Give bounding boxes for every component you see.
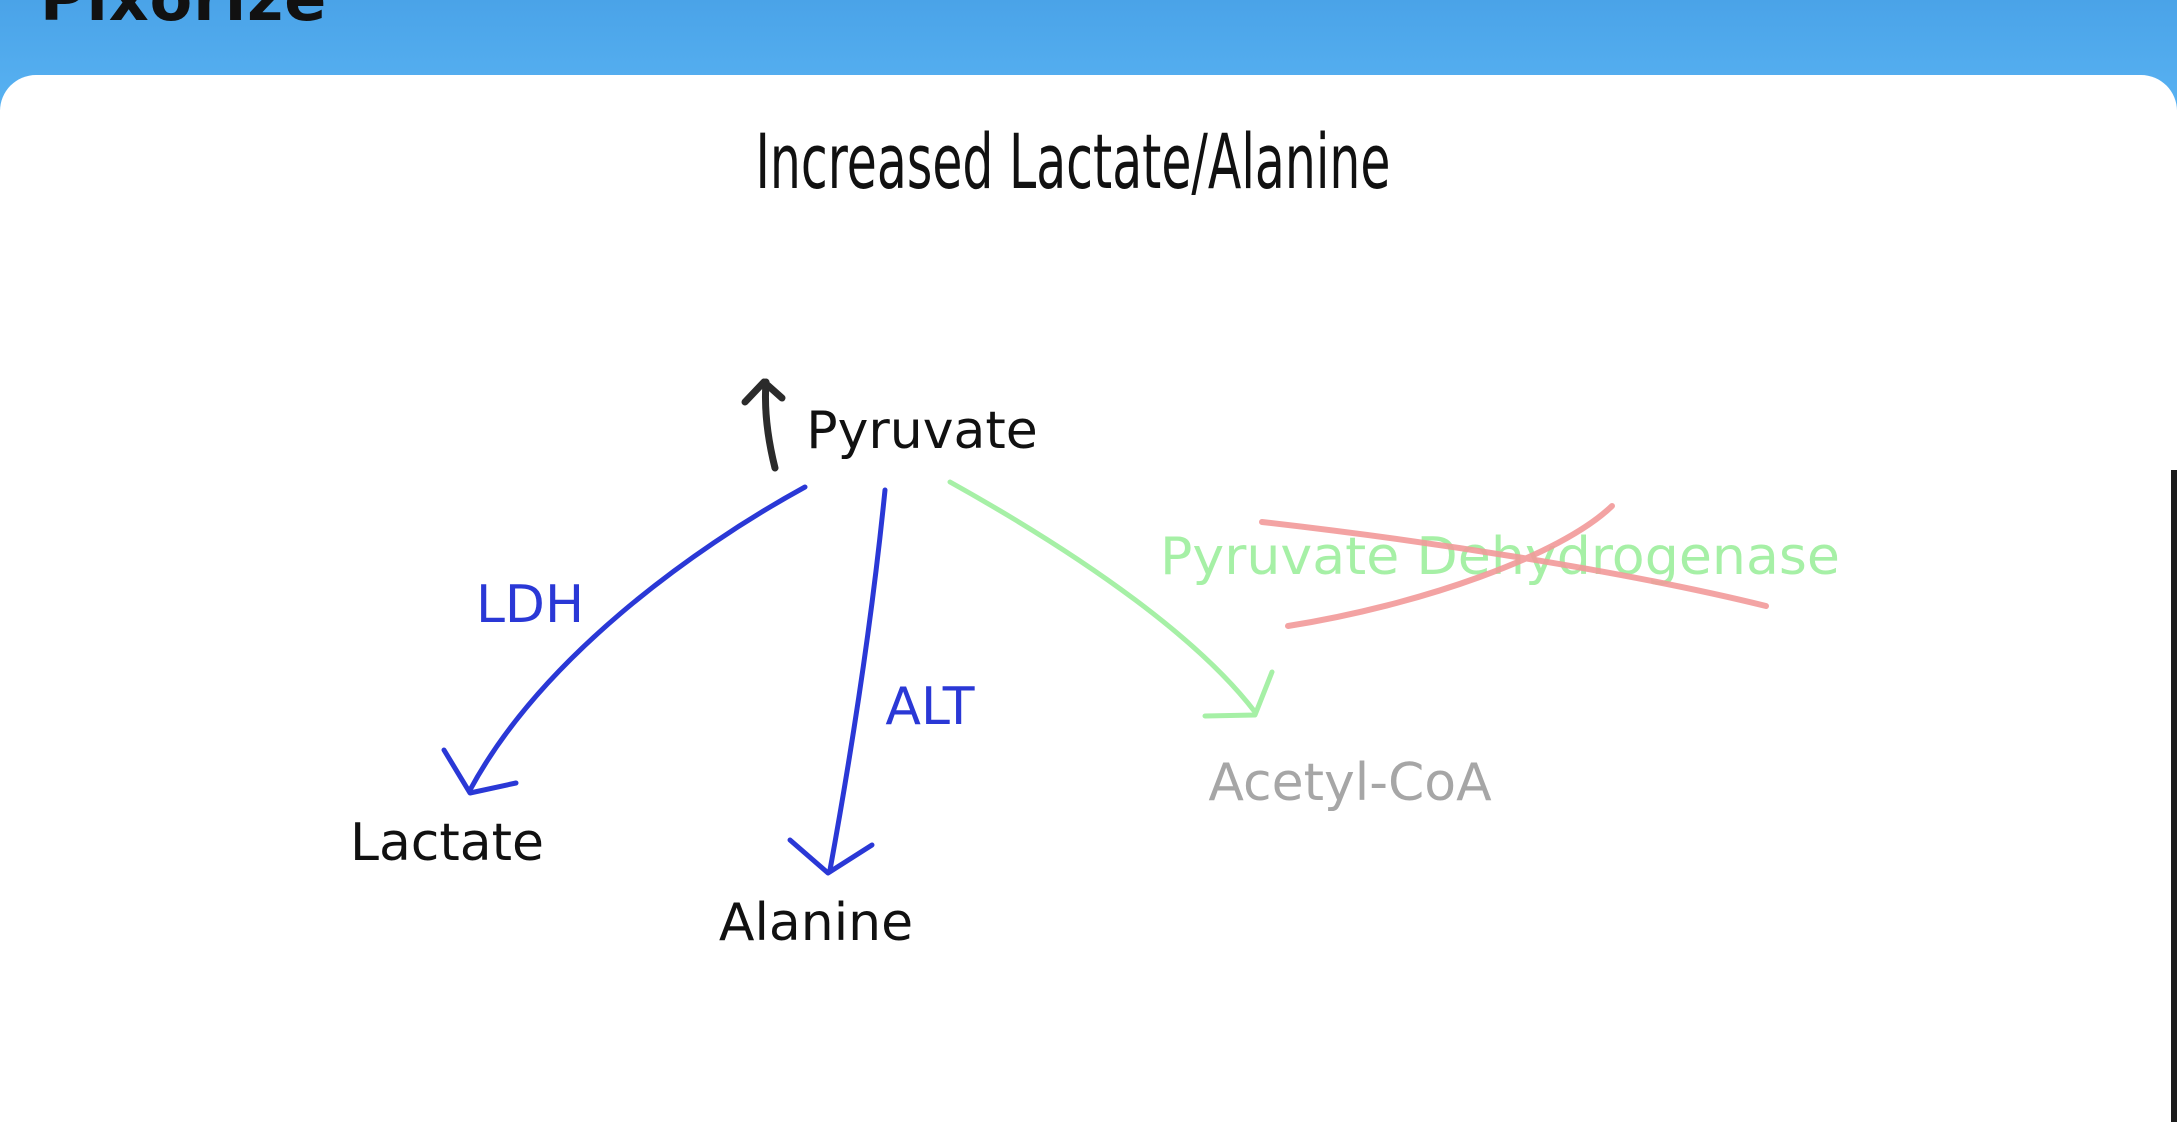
- brand-logo: Pixorize: [40, 0, 327, 35]
- cross-out-mark: [1259, 503, 1769, 629]
- scrollbar-edge[interactable]: [2171, 470, 2177, 1122]
- enzyme-ldh: LDH: [476, 575, 584, 635]
- node-pyruvate: Pyruvate: [806, 401, 1038, 461]
- enzyme-alt: ALT: [885, 677, 974, 737]
- arrow-pyruvate-to-acetyl-coa: [947, 479, 1275, 719]
- node-lactate: Lactate: [350, 813, 544, 873]
- arrow-pyruvate-to-alanine: [787, 487, 888, 876]
- arrow-pyruvate-to-lactate: [441, 484, 808, 796]
- diagram-title: Increased Lactate/Alanine: [756, 117, 1391, 206]
- increase-arrow: [741, 378, 786, 472]
- content-card: [0, 75, 2177, 1135]
- node-alanine: Alanine: [719, 893, 913, 953]
- node-acetyl-coa: Acetyl-CoA: [1208, 753, 1492, 813]
